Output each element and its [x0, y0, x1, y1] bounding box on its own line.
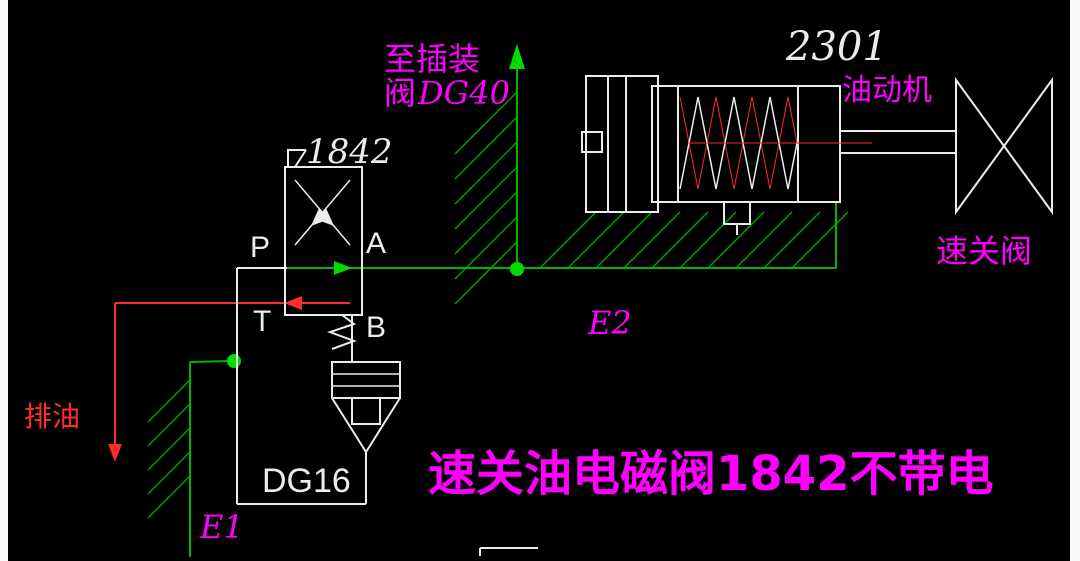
- valve-arrowhead-right: [311, 208, 327, 226]
- cartridge-valve-dg16: [331, 361, 401, 453]
- label-to-cartridge-line1: 至插装: [384, 40, 480, 78]
- label-servomotor-number: 2301: [785, 24, 888, 70]
- label-quick-close-valve: 速关阀: [936, 232, 1032, 270]
- red-drain-line: [108, 296, 350, 462]
- port-label-p: P: [250, 231, 270, 264]
- label-cartridge-code: DG16: [262, 462, 351, 500]
- label-to-cartridge-code: DG40: [417, 74, 510, 112]
- label-solenoid-valve-number: 1842: [306, 132, 393, 172]
- label-e2: E2: [587, 304, 632, 342]
- screen-edge-left: [0, 0, 8, 561]
- quick-close-valve-symbol: [955, 76, 1053, 216]
- flow-arrow-p-to-a: [334, 261, 352, 275]
- label-to-cartridge-valve-word: 阀: [384, 74, 416, 112]
- valve-spring: [327, 314, 357, 350]
- port-label-a: A: [366, 227, 386, 260]
- pipe-hatching: [147, 91, 849, 519]
- port-label-b: B: [366, 311, 386, 344]
- green-pipe-network: [189, 64, 837, 557]
- screen-edge-right: [1070, 0, 1080, 561]
- label-drain-oil: 排油: [24, 400, 80, 433]
- junction-dot-e2: [510, 262, 524, 276]
- caption-valve-state: 速关油电磁阀1842不带电: [428, 446, 994, 502]
- flow-arrow-to-drain: [284, 296, 302, 310]
- port-label-t: T: [253, 305, 271, 338]
- solenoid-valve-1842: [284, 149, 363, 362]
- label-e1: E1: [199, 508, 244, 546]
- white-pipe-loop: [236, 267, 367, 505]
- arrow-up-to-dg40: [509, 44, 525, 69]
- junction-dot-e1: [227, 354, 241, 368]
- label-servomotor-name: 油动机: [842, 73, 932, 108]
- drain-arrow-down: [108, 444, 122, 462]
- servomotor-2301: [581, 75, 956, 235]
- frame-mark-bottom: [479, 547, 538, 556]
